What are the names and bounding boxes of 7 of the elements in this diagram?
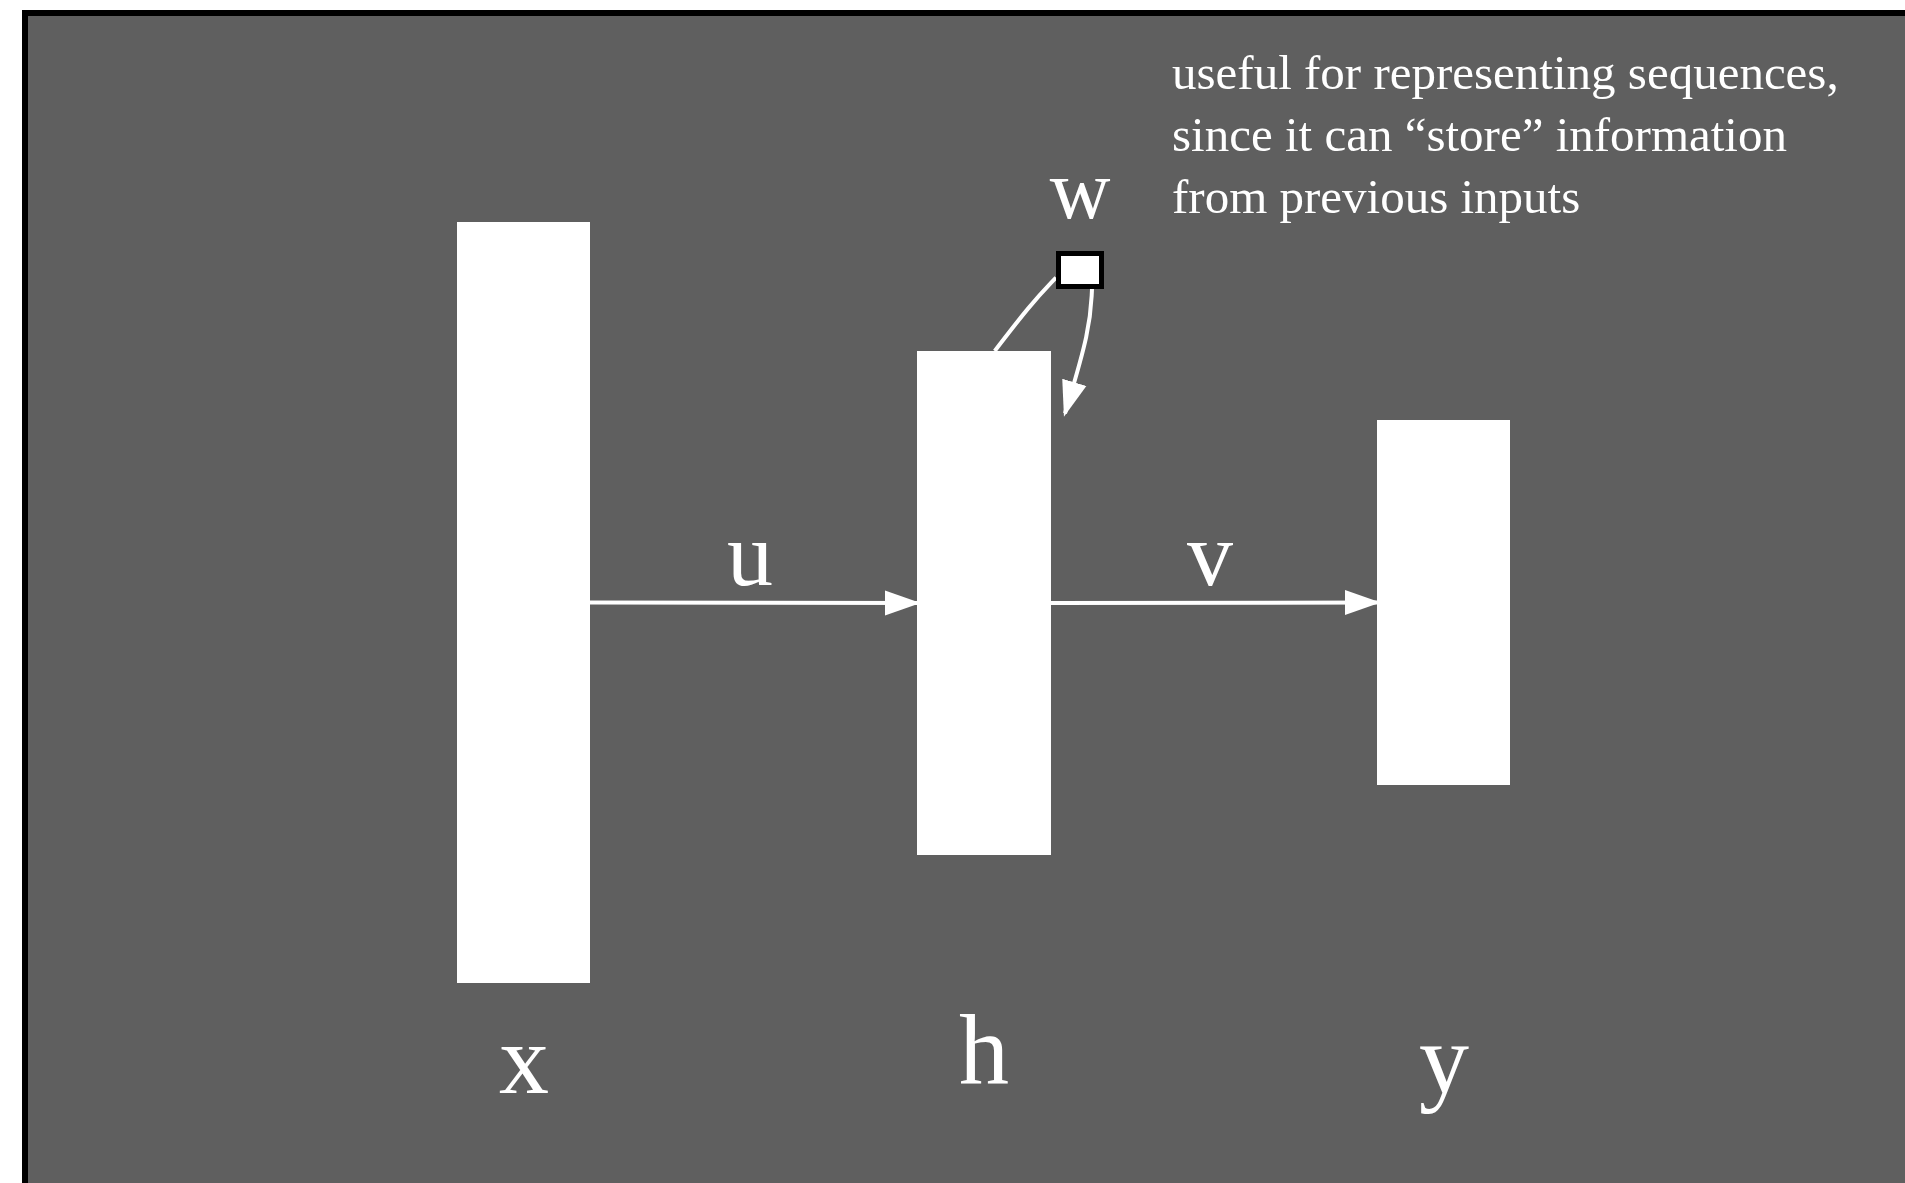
node-label: x: [498, 1010, 550, 1110]
node-label: h: [958, 1000, 1010, 1100]
annotation-text: useful for representing sequences, since it can “store” information from previous inputs: [1172, 44, 1840, 226]
arrow: [1062, 288, 1094, 417]
node-label: w: [1048, 148, 1112, 232]
edge-label: v: [1187, 508, 1233, 600]
edge-label: u: [727, 508, 773, 600]
